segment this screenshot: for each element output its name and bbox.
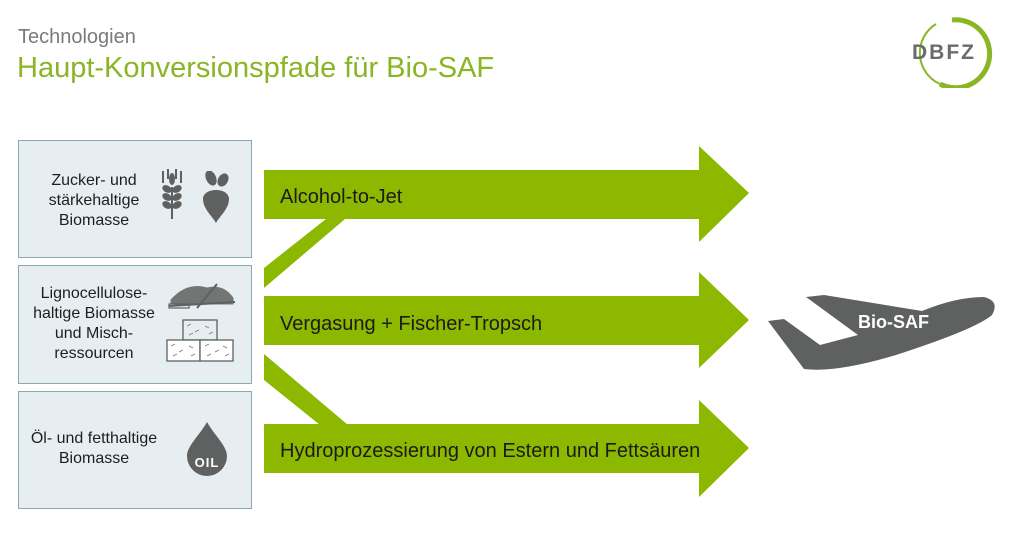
- wheat-icon: [162, 169, 182, 219]
- oil-label: OIL: [194, 455, 220, 470]
- beet-icon: [203, 171, 229, 223]
- airplane-icon: [768, 295, 995, 370]
- product-label: Bio-SAF: [858, 312, 929, 332]
- connector-lignocellulose-to-atj: [264, 219, 345, 288]
- pathway-label-hefa: Hydroprozessierung von Estern und Fettsä…: [280, 440, 701, 462]
- arrow-hefa: [264, 400, 749, 497]
- dbfz-logo: DBFZ: [912, 17, 993, 88]
- arrow-alcohol-to-jet: [264, 146, 749, 242]
- connector-lignocellulose-to-hefa: [264, 354, 348, 425]
- page-title: Haupt-Konversionspfade für Bio-SAF: [17, 52, 495, 84]
- pathway-label-ft: Vergasung + Fischer-Tropsch: [280, 313, 543, 335]
- logo-text: DBFZ: [912, 41, 976, 64]
- feedstock-label: Zucker- und stärkehaltige Biomasse: [48, 172, 140, 229]
- oil-drop-icon: [187, 422, 227, 476]
- feedstock-box-oil-fat: Öl- und fetthaltige Biomasse OIL: [18, 391, 252, 509]
- bales-icon: [166, 319, 234, 362]
- wood-pile-icon: [168, 283, 236, 309]
- subtitle: Technologien: [18, 26, 136, 48]
- arrow-fischer-tropsch: [264, 272, 749, 368]
- feedstock-label: Lignocellulose- haltige Biomasse und Mis…: [33, 285, 155, 362]
- feedstock-box-sugar-starch: Zucker- und stärkehaltige Biomasse: [18, 140, 252, 258]
- feedstock-box-lignocellulose: Lignocellulose- haltige Biomasse und Mis…: [18, 265, 252, 384]
- pathway-label-atj: Alcohol-to-Jet: [280, 186, 403, 208]
- feedstock-label: Öl- und fetthaltige Biomasse: [30, 430, 158, 467]
